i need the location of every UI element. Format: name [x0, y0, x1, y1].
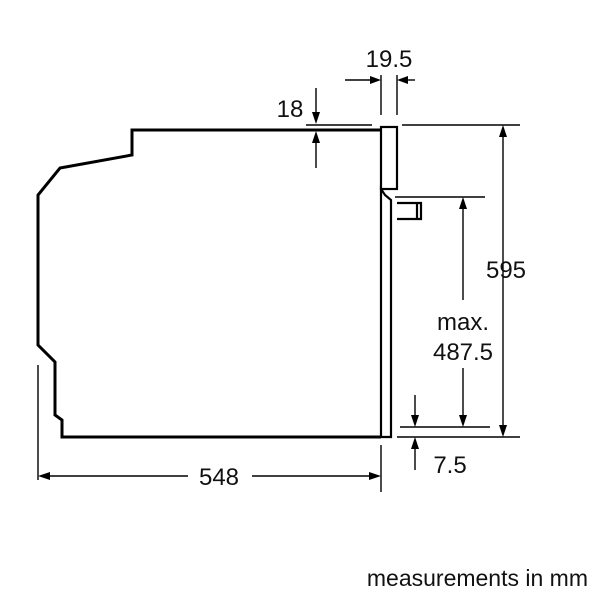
dim-label-595: 595 [486, 257, 526, 284]
dim-7-5-arrow-down [411, 415, 419, 427]
dim-label-19-5: 19.5 [366, 46, 413, 73]
oven-front-panel [379, 125, 399, 191]
dim-label-7-5: 7.5 [433, 452, 466, 479]
dim-label-18: 18 [277, 96, 304, 123]
dim-18-arrow-up [312, 131, 320, 143]
dim-548-arrow-left [38, 472, 50, 480]
dim-595-arrow-bottom [499, 425, 507, 437]
dim-19-5-arrow-right [397, 76, 408, 84]
dim-19-5-arrow-left [370, 76, 381, 84]
dim-487-arrow-top [459, 197, 467, 209]
dim-label-487-value: 487.5 [433, 339, 493, 366]
units-caption: measurements in mm [367, 565, 588, 591]
dim-7-5-arrow-up [411, 437, 419, 449]
dim-label-548: 548 [199, 464, 239, 491]
dim-487-arrow-bottom [459, 415, 467, 427]
dim-548-arrow-right [369, 472, 381, 480]
oven-handle [397, 201, 423, 221]
dim-label-487-prefix: max. [437, 309, 489, 336]
dim-595-arrow-top [499, 125, 507, 137]
oven-door-panel [379, 185, 393, 439]
dim-18-arrow-down [312, 112, 320, 124]
oven-body-outline [36, 128, 381, 439]
